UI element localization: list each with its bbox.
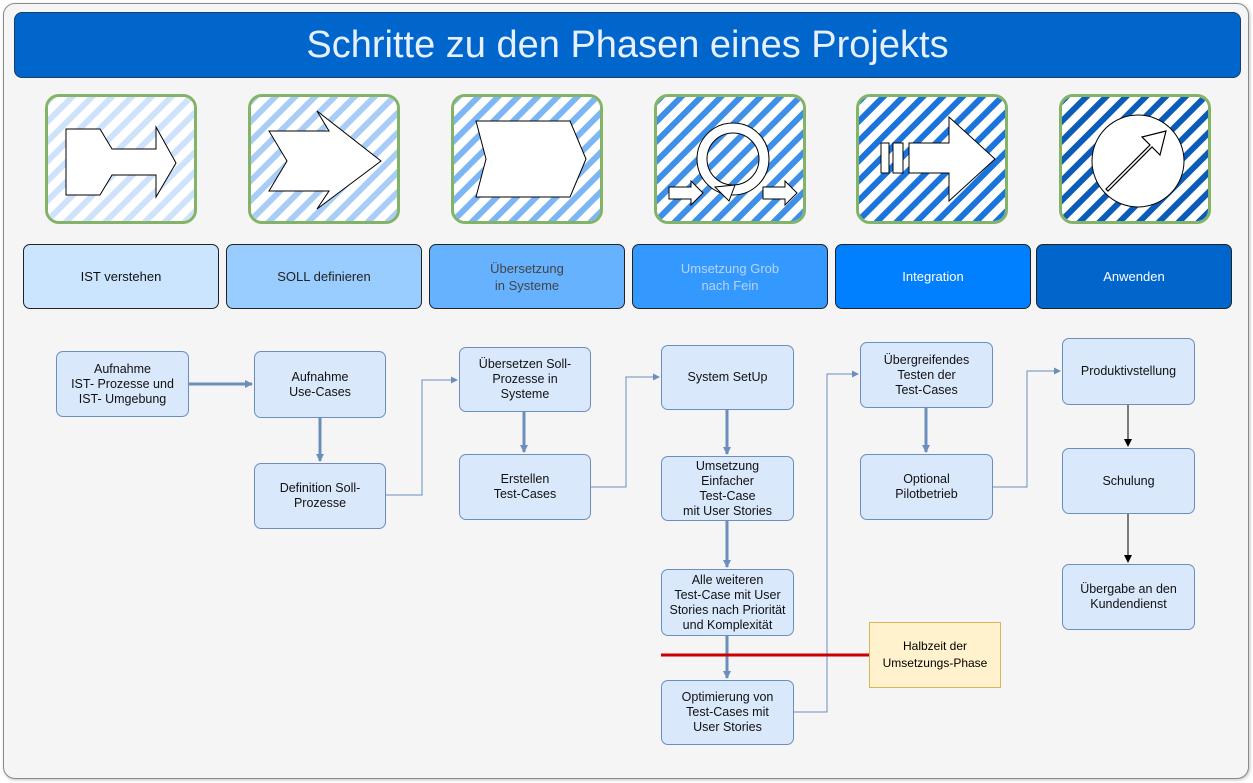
step-aufnahme-ist: Aufnahme IST- Prozesse und IST- Umgebung <box>56 351 189 417</box>
step-alle-weiteren: Alle weiteren Test-Case mit User Stories… <box>661 569 794 636</box>
phase-umsetzung: Umsetzung Grob nach Fein <box>632 244 828 309</box>
step-system-setup: System SetUp <box>661 345 794 410</box>
step-optimierung: Optimierung von Test-Cases mit User Stor… <box>661 680 794 745</box>
exit-arrow-icon <box>1062 97 1208 221</box>
step-label: Optional Pilotbetrieb <box>895 472 958 501</box>
step-label: Übergreifendes Testen der Test-Cases <box>883 352 970 397</box>
step-label: Erstellen Test-Cases <box>493 472 557 501</box>
phase-soll-definieren: SOLL definieren <box>226 244 422 309</box>
step-label: Schulung <box>1102 473 1155 488</box>
step-label: Definition Soll- Prozesse <box>279 481 361 510</box>
phase-label: IST verstehen <box>80 269 162 284</box>
step-schulung: Schulung <box>1062 448 1195 514</box>
ist-arrow-icon <box>48 97 194 221</box>
tile-ist-verstehen <box>45 94 197 224</box>
phase-label: Anwenden <box>1103 269 1165 284</box>
step-definition-soll: Definition Soll- Prozesse <box>254 463 386 529</box>
step-uebergreifendes-testen: Übergreifendes Testen der Test-Cases <box>860 342 993 408</box>
phase-integration: Integration <box>835 244 1031 309</box>
tile-integration <box>856 94 1008 224</box>
tile-anwenden <box>1059 94 1211 224</box>
diagram-title: Schritte zu den Phasen eines Projekts <box>14 12 1241 78</box>
step-umsetzung-einfach: Umsetzung Einfacher Test-Case mit User S… <box>661 456 794 521</box>
step-label: Alle weiteren Test-Case mit User Stories… <box>669 572 786 632</box>
phase-anwenden: Anwenden <box>1036 244 1232 309</box>
double-arrow-icon <box>859 97 1005 221</box>
tile-umsetzung <box>654 94 806 224</box>
step-uebergabe-kundendienst: Übergabe an den Kundendienst <box>1062 564 1195 630</box>
step-produktivstellung: Produktivstellung <box>1062 338 1195 405</box>
step-label: Umsetzung Einfacher Test-Case mit User S… <box>683 458 772 518</box>
phase-label: SOLL definieren <box>277 269 371 284</box>
phase-label: Integration <box>902 269 964 284</box>
step-label: Aufnahme Use-Cases <box>289 369 351 399</box>
cycle-icon <box>657 97 803 221</box>
phase-uebersetzung: Übersetzung in Systeme <box>429 244 625 309</box>
soll-arrow-icon <box>251 97 397 221</box>
step-aufnahme-use-cases: Aufnahme Use-Cases <box>254 351 386 418</box>
edge-definition-to-uebersetzen <box>385 376 458 496</box>
step-pilotbetrieb: Optional Pilotbetrieb <box>860 454 993 520</box>
phase-ist-verstehen: IST verstehen <box>23 244 219 309</box>
step-label: Aufnahme IST- Prozesse und IST- Umgebung <box>71 361 174 406</box>
note-label: Halbzeit der Umsetzungs-Phase <box>882 639 988 670</box>
milestone-note: Halbzeit der Umsetzungs-Phase <box>869 622 1001 688</box>
chevron-icon <box>454 97 600 221</box>
phase-label: Umsetzung Grob nach Fein <box>680 260 780 293</box>
edge-erstellen-to-setup <box>591 373 660 488</box>
step-label: Übersetzen Soll- Prozesse in Systeme <box>478 357 572 401</box>
step-label: Übergabe an den Kundendienst <box>1080 582 1177 611</box>
step-label: System SetUp <box>687 370 768 384</box>
step-label: Optimierung von Test-Cases mit User Stor… <box>681 690 774 734</box>
tile-uebersetzung <box>451 94 603 224</box>
phase-label: Übersetzung in Systeme <box>490 260 564 293</box>
edge-optimierung-to-uebergreifend <box>794 370 859 713</box>
step-label: Produktivstellung <box>1080 364 1177 378</box>
step-uebersetzen-soll: Übersetzen Soll- Prozesse in Systeme <box>459 347 591 412</box>
edge-pilot-to-produktiv <box>993 367 1061 488</box>
step-erstellen-test-cases: Erstellen Test-Cases <box>459 454 591 520</box>
tile-soll-definieren <box>248 94 400 224</box>
